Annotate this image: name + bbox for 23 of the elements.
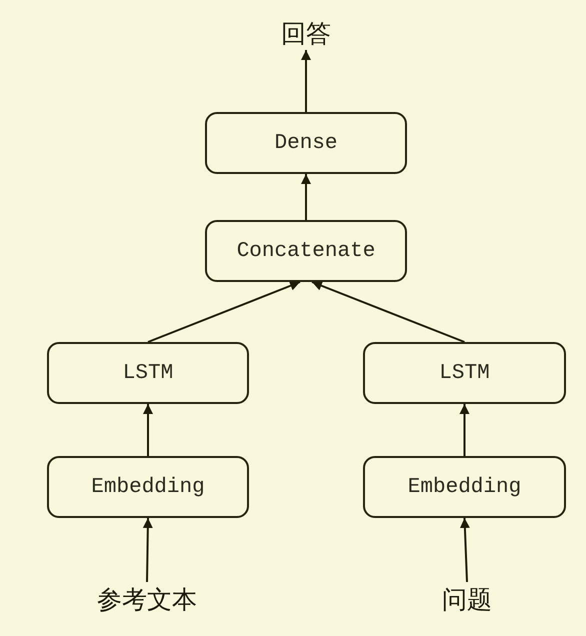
- input-output-label: 回答: [281, 20, 331, 50]
- layer-name: LSTM: [122, 362, 174, 384]
- layer-box: [205, 112, 407, 174]
- arrow: [460, 404, 470, 456]
- layer-name: Concatenate: [236, 240, 376, 262]
- layer-name: Dense: [274, 132, 338, 154]
- layer-box: [47, 342, 249, 404]
- layer-name: Embedding: [91, 476, 205, 498]
- arrow: [312, 281, 465, 343]
- layer-box: [363, 456, 566, 518]
- layer-box: [363, 342, 566, 404]
- input-output-label: 问题: [442, 586, 492, 616]
- arrow: [142, 518, 153, 582]
- arrow: [148, 281, 300, 343]
- layer-name: Embedding: [408, 476, 522, 498]
- arrow: [301, 174, 311, 220]
- layer-box: [205, 220, 407, 282]
- layer-name: LSTM: [439, 362, 490, 384]
- arrow: [460, 518, 470, 582]
- arrow: [301, 50, 311, 112]
- input-output-label: 参考文本: [97, 586, 197, 616]
- arrow: [143, 404, 153, 456]
- layer-box: [47, 456, 249, 518]
